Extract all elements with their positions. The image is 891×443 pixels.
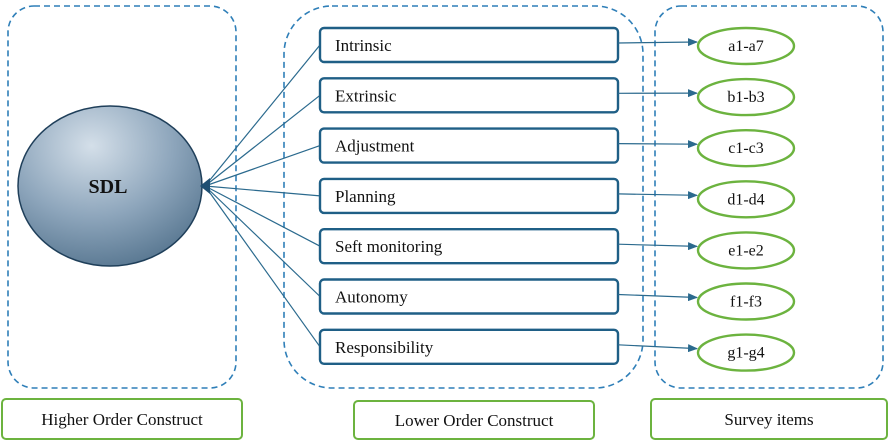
survey-items-region bbox=[654, 5, 884, 389]
higher-order-footer-label: Higher Order Construct bbox=[41, 410, 203, 429]
construct-box-responsibility bbox=[318, 328, 620, 365]
connector-adjustment bbox=[204, 145, 321, 187]
survey-item-ellipse-extrinsic bbox=[696, 77, 796, 117]
arrow-intrinsic bbox=[617, 38, 698, 47]
higher-order-footer-box bbox=[1, 398, 243, 440]
construct-box-intrinsic bbox=[318, 26, 620, 64]
survey-item-ellipse-seft-monitoring bbox=[696, 231, 796, 270]
survey-item-label-seft-monitoring: e1-e2 bbox=[728, 242, 764, 259]
construct-box-extrinsic bbox=[318, 77, 620, 114]
core-label: SDL bbox=[89, 176, 128, 198]
construct-label-adjustment: Adjustment bbox=[335, 137, 415, 156]
survey-item-label-adjustment: c1-c3 bbox=[728, 140, 764, 157]
arrow-autonomy bbox=[617, 293, 698, 302]
connector-seft-monitoring bbox=[204, 185, 321, 247]
survey-items-footer-box bbox=[650, 398, 888, 440]
arrow-seft-monitoring bbox=[617, 242, 698, 251]
survey-item-label-autonomy: f1-f3 bbox=[730, 294, 762, 311]
survey-item-label-responsibility: g1-g4 bbox=[727, 345, 764, 362]
construct-box-adjustment bbox=[318, 127, 620, 164]
survey-items-footer-label: Survey items bbox=[724, 410, 813, 429]
construct-label-intrinsic: Intrinsic bbox=[335, 36, 392, 55]
lower-order-region bbox=[283, 5, 644, 389]
construct-label-extrinsic: Extrinsic bbox=[335, 86, 397, 105]
survey-item-ellipse-adjustment bbox=[696, 128, 796, 168]
connector-responsibility bbox=[204, 185, 321, 348]
survey-item-ellipse-autonomy bbox=[696, 282, 796, 321]
construct-box-planning bbox=[318, 177, 620, 215]
survey-item-ellipse-planning bbox=[696, 180, 796, 219]
connector-autonomy bbox=[204, 185, 321, 297]
lower-order-footer-box bbox=[353, 400, 595, 440]
connector-intrinsic bbox=[204, 44, 321, 187]
construct-box-autonomy bbox=[318, 278, 620, 315]
arrow-adjustment bbox=[617, 140, 698, 149]
connector-extrinsic bbox=[204, 94, 321, 187]
construct-label-seft-monitoring: Seft monitoring bbox=[335, 237, 443, 256]
lower-order-footer-label: Lower Order Construct bbox=[395, 411, 554, 430]
core-anchor-marker bbox=[200, 178, 210, 194]
survey-item-ellipse-intrinsic bbox=[696, 26, 796, 66]
construct-label-responsibility: Responsibility bbox=[335, 338, 434, 357]
construct-box-seft-monitoring bbox=[318, 227, 620, 265]
construct-label-planning: Planning bbox=[335, 187, 396, 206]
arrow-planning bbox=[617, 191, 698, 200]
arrow-responsibility bbox=[617, 344, 698, 353]
connector-planning bbox=[204, 185, 321, 197]
survey-item-label-extrinsic: b1-b3 bbox=[727, 89, 764, 106]
survey-item-label-intrinsic: a1-a7 bbox=[728, 38, 764, 55]
higher-order-region bbox=[7, 5, 237, 389]
survey-item-label-planning: d1-d4 bbox=[727, 191, 764, 208]
survey-item-ellipse-responsibility bbox=[696, 333, 796, 372]
connector-lines bbox=[204, 44, 321, 348]
construct-label-autonomy: Autonomy bbox=[335, 288, 408, 307]
